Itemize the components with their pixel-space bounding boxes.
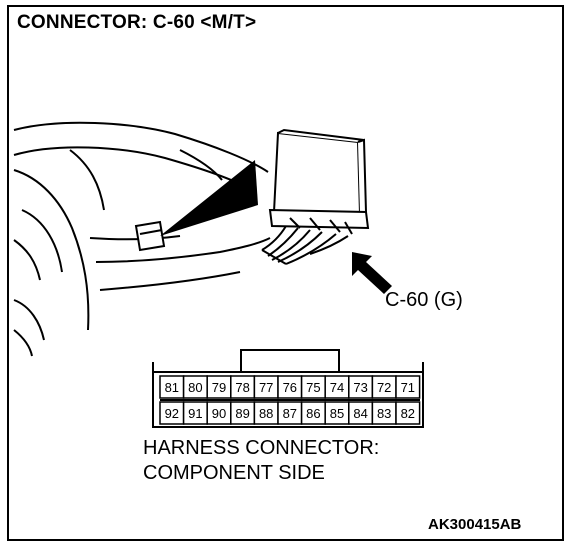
- pin-label-77: 77: [259, 380, 273, 395]
- dashboard-drawing: [13, 121, 271, 357]
- pin-label-91: 91: [188, 406, 202, 421]
- pin-label-82: 82: [401, 406, 415, 421]
- dashboard-connector-mark: [134, 220, 166, 252]
- pin-cell-82: [395, 401, 421, 425]
- figure-title: CONNECTOR: C-60 <M/T>: [17, 12, 257, 33]
- pin-cell-71: [395, 375, 421, 399]
- pointer-arrow: [352, 252, 392, 294]
- figure-frame: [7, 5, 564, 541]
- pin-label-76: 76: [283, 380, 297, 395]
- pin-label-83: 83: [377, 406, 391, 421]
- pin-label-88: 88: [259, 406, 273, 421]
- pin-label-72: 72: [377, 380, 391, 395]
- pin-label-86: 86: [306, 406, 320, 421]
- pin-label-85: 85: [330, 406, 344, 421]
- pin-label-74: 74: [330, 380, 344, 395]
- harness-caption-line1: HARNESS CONNECTOR:: [143, 437, 380, 459]
- pin-label-84: 84: [353, 406, 367, 421]
- pin-label-87: 87: [283, 406, 297, 421]
- harness-caption-line2: COMPONENT SIDE: [143, 462, 325, 484]
- pin-label-90: 90: [212, 406, 226, 421]
- pin-label-75: 75: [306, 380, 320, 395]
- pin-label-71: 71: [401, 380, 415, 395]
- control-unit: [261, 128, 370, 265]
- pin-label-78: 78: [235, 380, 249, 395]
- pin-label-79: 79: [212, 380, 226, 395]
- figure-code: AK300415AB: [428, 516, 522, 533]
- connector-pins: 81 80 79 78 77 76 75 74 73 72 71 92 91 90 89 88 87 86 85 84…: [159, 375, 421, 425]
- pin-label-92: 92: [165, 406, 179, 421]
- zoom-wedge: [160, 160, 258, 236]
- pin-label-80: 80: [188, 380, 202, 395]
- connector-callout-label: C-60 (G): [385, 289, 463, 311]
- pin-label-73: 73: [353, 380, 367, 395]
- pin-label-89: 89: [235, 406, 249, 421]
- pin-label-81: 81: [165, 380, 179, 395]
